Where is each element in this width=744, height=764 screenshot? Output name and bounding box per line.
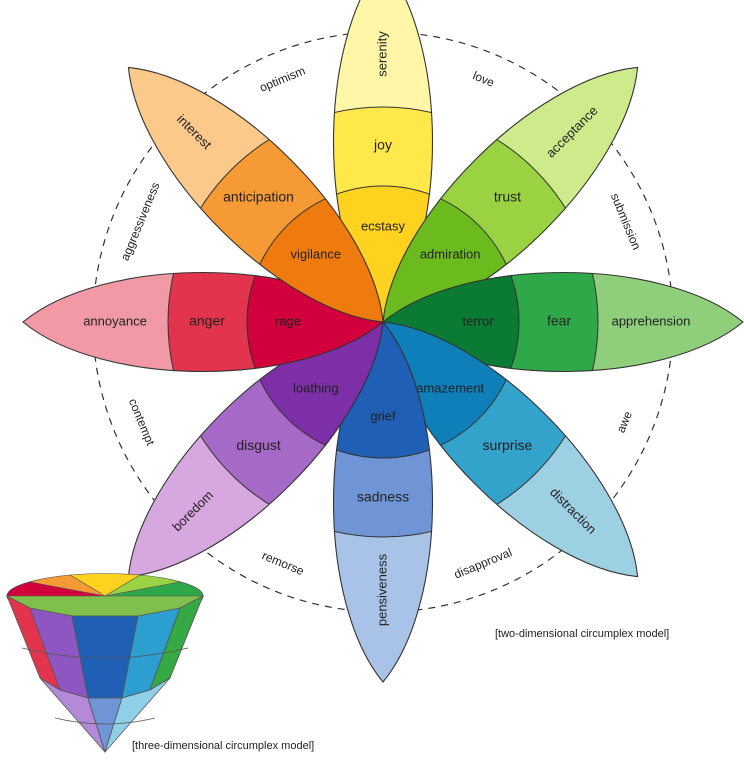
label-joy: joy [373, 137, 392, 153]
dyad-label-awe: awe [614, 409, 635, 435]
label-fear: fear [547, 313, 571, 329]
label-annoyance: annoyance [83, 313, 147, 328]
label-sadness: sadness [357, 489, 409, 505]
dyad-label-remorse: remorse [260, 548, 306, 578]
label-ecstasy: ecstasy [361, 218, 406, 233]
label-anticipation: anticipation [223, 188, 294, 204]
label-loathing: loathing [293, 381, 339, 396]
dyad-label-love: love [471, 68, 497, 89]
dyad-label-contempt: contempt [126, 396, 158, 448]
label-pensiveness: pensiveness [374, 553, 389, 626]
label-grief: grief [370, 408, 396, 423]
label-trust: trust [494, 188, 521, 204]
dyad-label-optimism: optimism [258, 64, 308, 95]
label-surprise: surprise [483, 437, 533, 453]
dyad-label-submission: submission [608, 191, 644, 252]
label-amazement: amazement [416, 381, 484, 396]
dyad-label-disapproval: disapproval [452, 545, 514, 581]
label-terror: terror [462, 313, 494, 328]
label-admiration: admiration [420, 246, 481, 261]
three-dimensional-cone [0, 568, 210, 758]
label-rage: rage [275, 313, 301, 328]
two-dimensional-caption: [two-dimensional circumplex model] [495, 628, 669, 640]
dyad-label-aggressiveness: aggressiveness [118, 180, 163, 262]
label-apprehension: apprehension [612, 313, 691, 328]
label-disgust: disgust [236, 437, 280, 453]
label-anger: anger [189, 313, 225, 329]
label-serenity: serenity [374, 31, 389, 77]
three-dimensional-caption: [three-dimensional circumplex model] [132, 740, 314, 752]
label-vigilance: vigilance [291, 246, 342, 261]
